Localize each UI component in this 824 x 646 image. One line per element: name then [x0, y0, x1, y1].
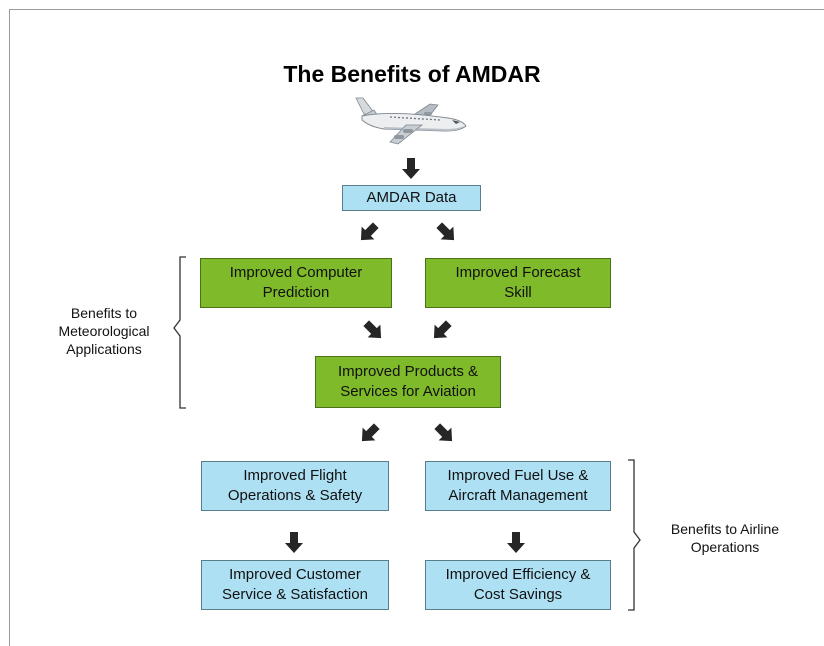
efficiency-savings-box: Improved Efficiency & Cost Savings	[425, 560, 611, 610]
airline-bracket	[628, 459, 641, 611]
frame-left-border	[9, 9, 10, 646]
fuel-use-box: Improved Fuel Use & Aircraft Management	[425, 461, 611, 511]
page-title: The Benefits of AMDAR	[283, 61, 541, 87]
arrow-icon	[427, 316, 456, 345]
arrow-icon	[355, 419, 384, 448]
meteorological-benefits-label: Benefits to Meteorological Applications	[58, 305, 150, 357]
arrow-icon	[432, 218, 461, 247]
flight-operations-box: Improved Flight Operations & Safety	[201, 461, 389, 511]
arrow-icon	[507, 532, 525, 553]
amdar-data-box: AMDAR Data	[342, 185, 481, 211]
arrow-icon	[285, 532, 303, 553]
meteo-bracket	[173, 256, 186, 409]
arrow-icon	[430, 419, 459, 448]
arrow-icon	[402, 158, 420, 179]
airplane-icon	[355, 97, 467, 145]
arrow-icon	[359, 316, 388, 345]
forecast-skill-box: Improved Forecast Skill	[425, 258, 611, 308]
arrow-icon	[354, 218, 383, 247]
frame-top-border	[9, 9, 824, 10]
computer-prediction-box: Improved Computer Prediction	[200, 258, 392, 308]
products-services-box: Improved Products & Services for Aviatio…	[315, 356, 501, 408]
airline-benefits-label: Benefits to Airline Operations	[670, 521, 780, 555]
customer-service-box: Improved Customer Service & Satisfaction	[201, 560, 389, 610]
